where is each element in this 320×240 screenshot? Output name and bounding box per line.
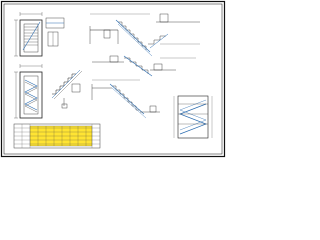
stair-section-middle-left xyxy=(51,69,83,109)
cad-drawing xyxy=(0,0,226,158)
stair-section-upper-right xyxy=(89,13,200,57)
stair-elevation-right xyxy=(173,95,213,139)
inner-frame xyxy=(3,3,223,155)
schedule-table xyxy=(13,123,101,149)
sheet-frame xyxy=(0,0,226,158)
stair-section-lower-right xyxy=(91,79,160,119)
drawing-sheet xyxy=(0,0,226,158)
stair-section-middle-right xyxy=(92,55,196,77)
stair-plan-lower xyxy=(14,64,43,119)
stair-plan-upper xyxy=(14,12,65,57)
